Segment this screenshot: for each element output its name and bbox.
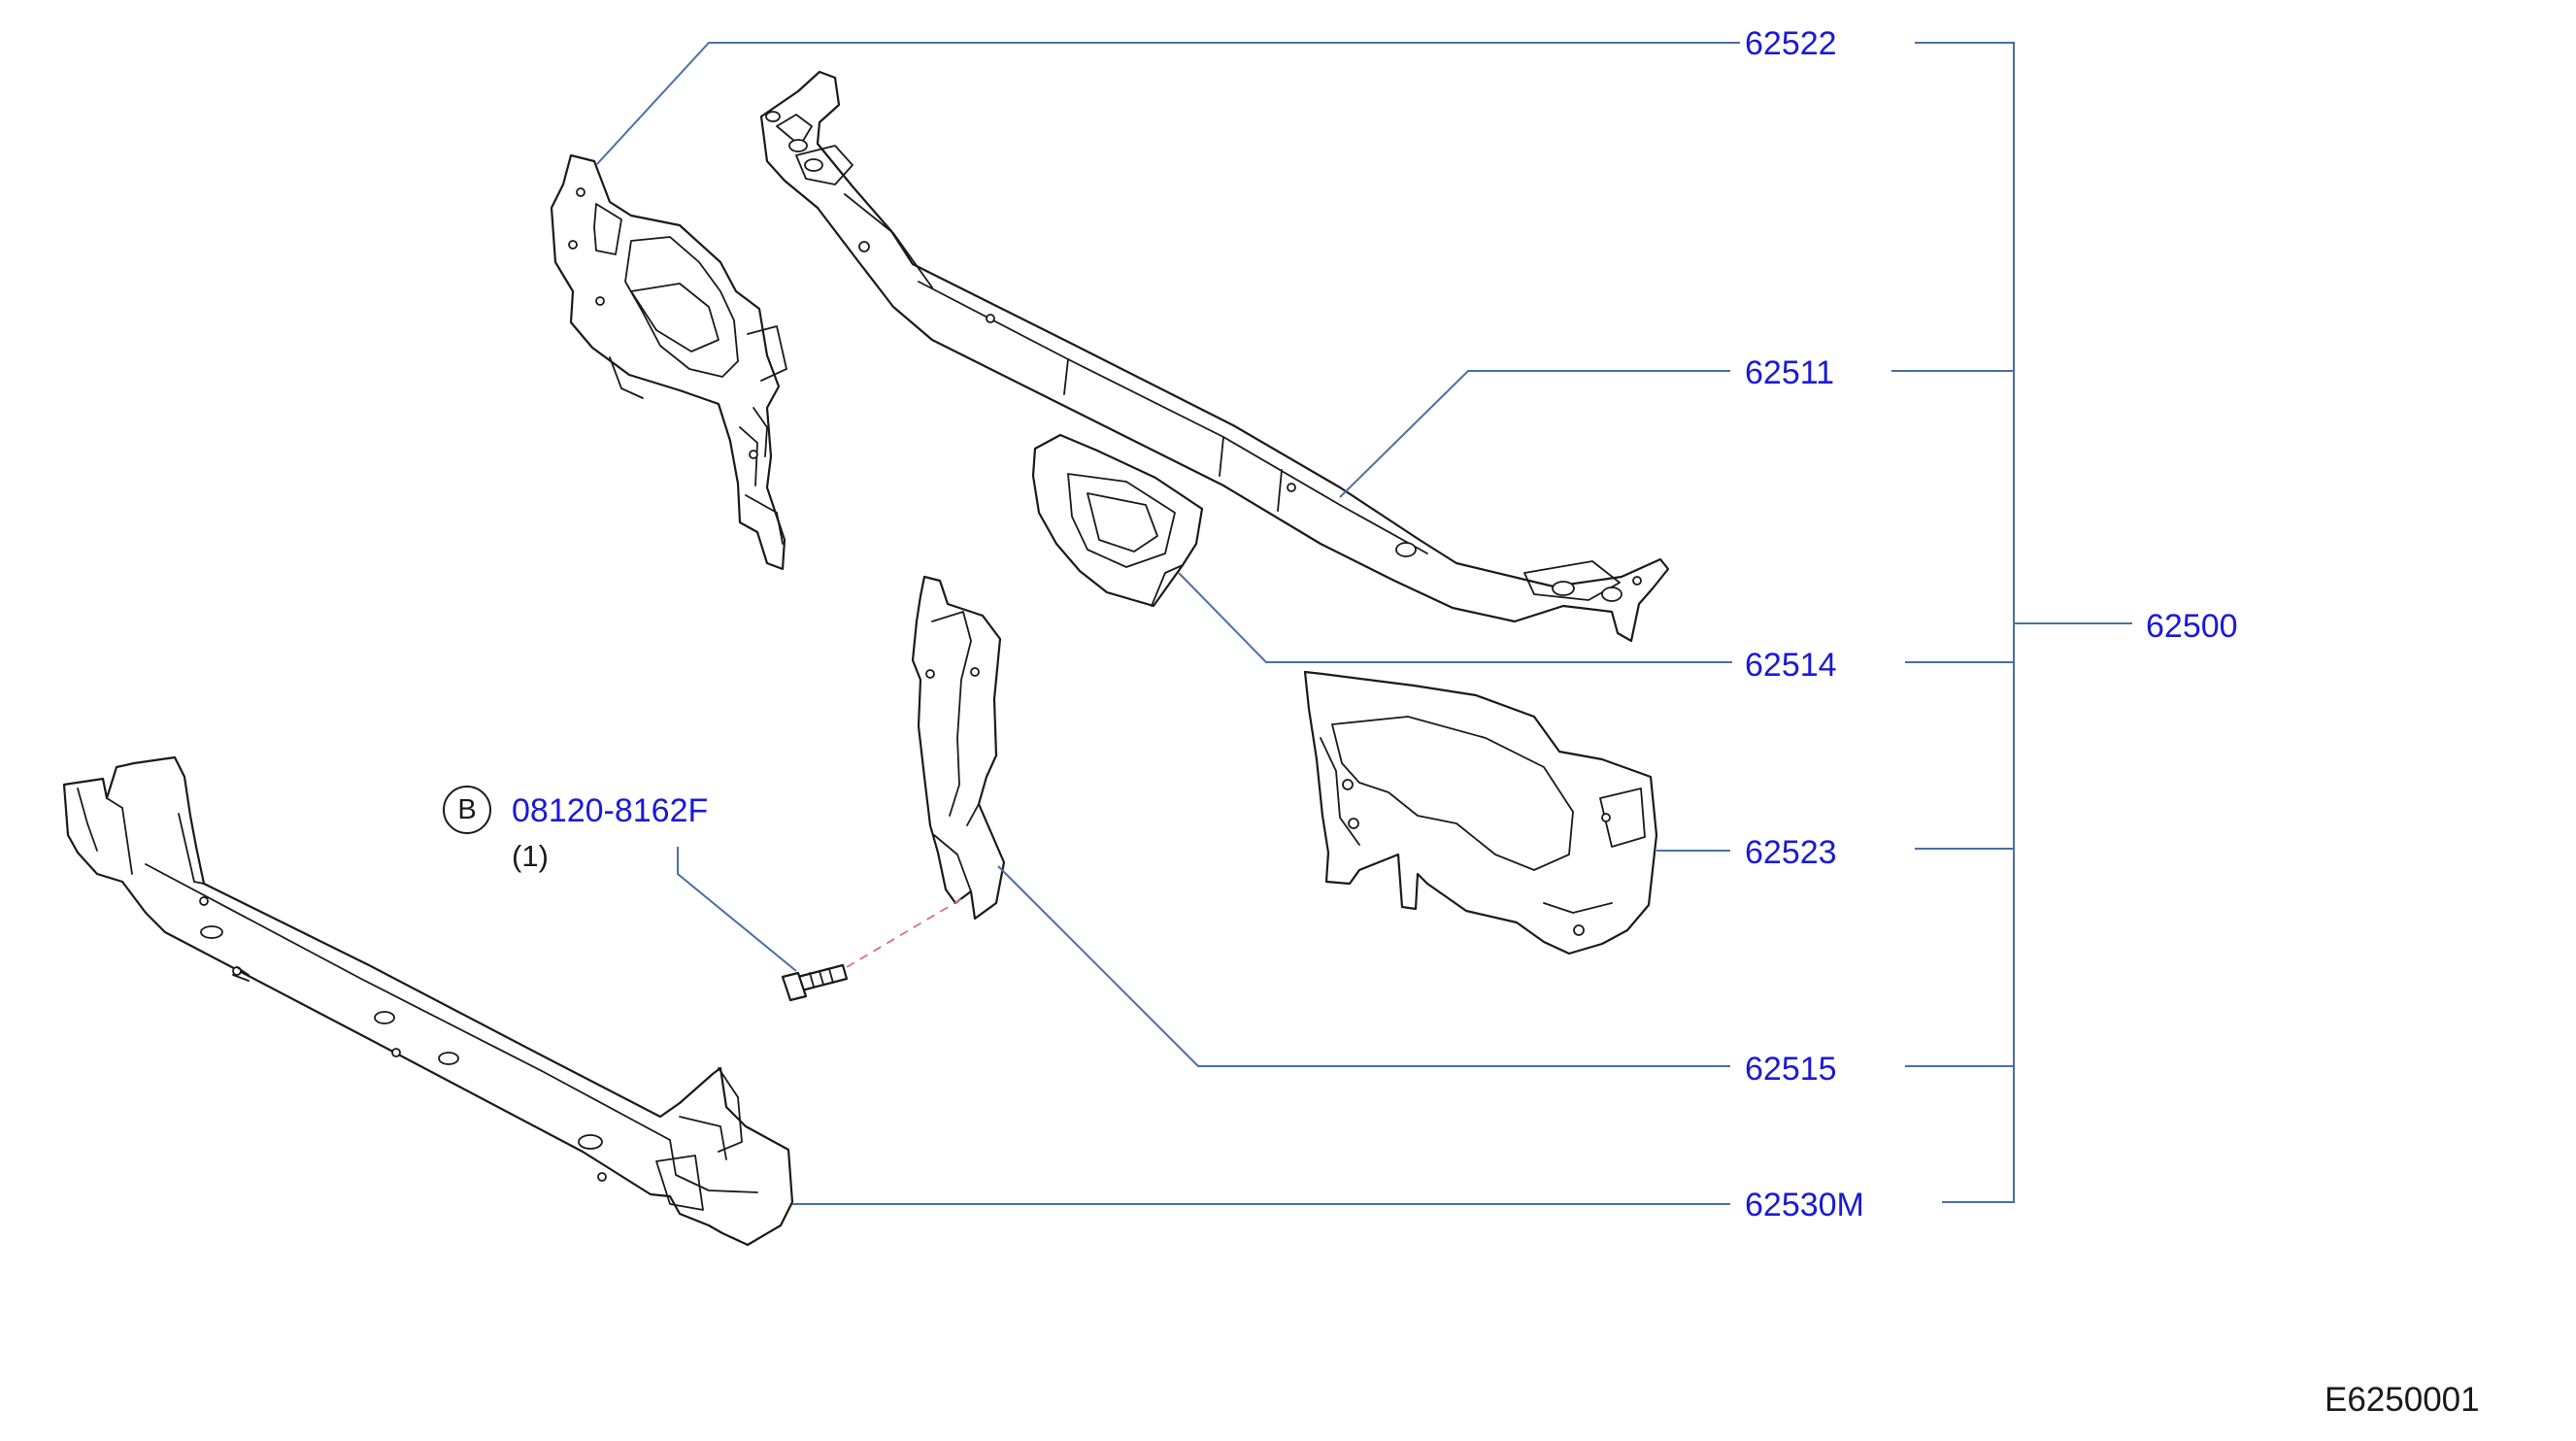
part-62514-drawing[interactable] xyxy=(1031,433,1204,608)
assembly-label-62500[interactable]: 62500 xyxy=(2146,608,2238,645)
part-label-62523[interactable]: 62523 xyxy=(1745,834,1837,871)
part-label-62522[interactable]: 62522 xyxy=(1745,25,1837,62)
assembly-bracket xyxy=(1891,42,2132,1203)
bolt-quantity: (1) xyxy=(512,839,549,873)
part-62530M-drawing[interactable] xyxy=(62,755,794,1247)
part-label-62511[interactable]: 62511 xyxy=(1745,354,1835,391)
bolt-install-line xyxy=(846,898,962,968)
figure-code: E6250001 xyxy=(2325,1381,2480,1419)
bolt-drawing[interactable] xyxy=(781,963,849,1002)
part-label-62530M[interactable]: 62530M xyxy=(1745,1187,1864,1223)
part-62522-drawing[interactable] xyxy=(550,153,787,571)
bolt-part-number[interactable]: 08120-8162F xyxy=(512,792,709,829)
part-label-62515[interactable]: 62515 xyxy=(1745,1051,1837,1088)
leader-lines xyxy=(595,42,1740,1205)
part-62515-drawing[interactable] xyxy=(911,575,1006,921)
part-62511-drawing[interactable] xyxy=(759,70,1670,643)
part-label-62514[interactable]: 62514 xyxy=(1745,647,1837,684)
bolt-badge: B xyxy=(443,786,491,834)
part-62523-drawing[interactable] xyxy=(1303,670,1658,955)
